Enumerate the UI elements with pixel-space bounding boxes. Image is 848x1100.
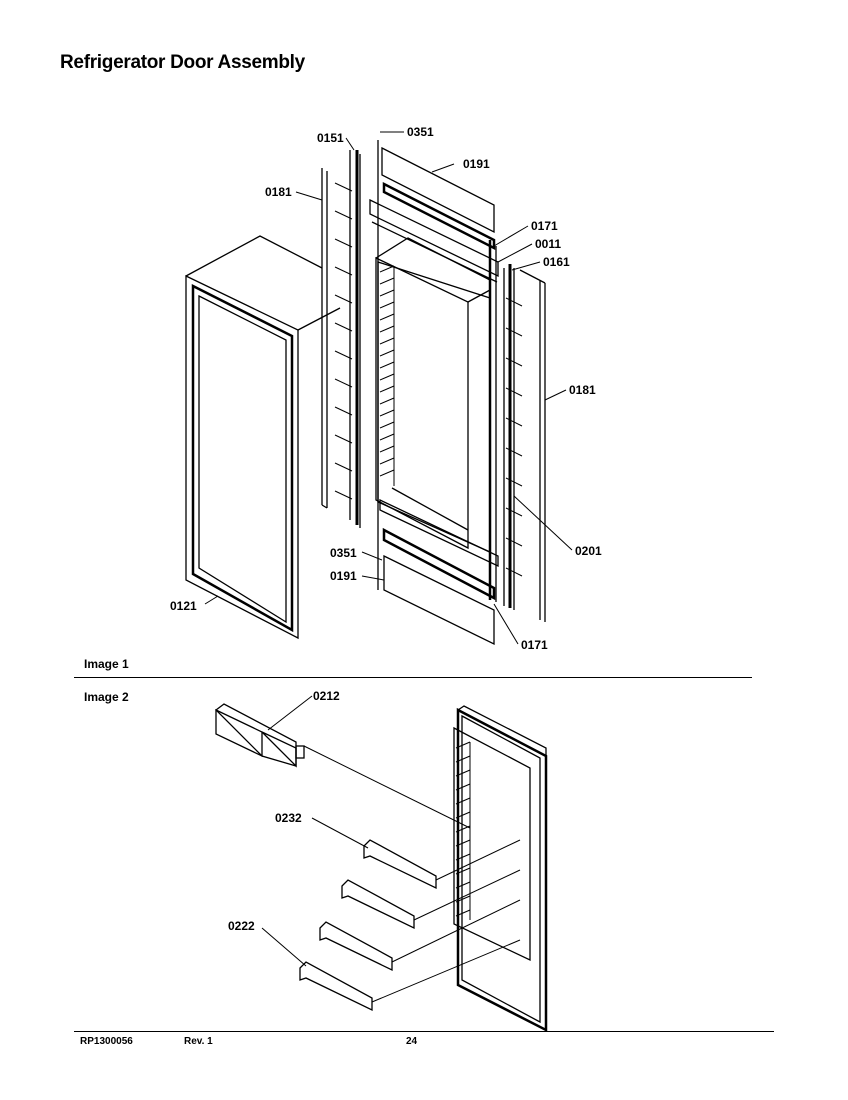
label-0151: 0151 xyxy=(317,131,344,145)
liner-shelf-ribs xyxy=(379,265,395,486)
dairy-compartment xyxy=(215,703,305,768)
page-number: 24 xyxy=(406,1036,418,1047)
label-0161: 0161 xyxy=(543,255,570,269)
bottom-trim-and-gasket xyxy=(379,498,499,646)
label-0201: 0201 xyxy=(575,544,602,558)
right-trim-strip xyxy=(519,269,546,622)
right-gasket-strip xyxy=(488,240,497,602)
left-trim-strip xyxy=(321,168,328,509)
page-title: Refrigerator Door Assembly xyxy=(60,52,305,73)
door-outer-panel xyxy=(185,235,341,640)
label-0351-top: 0351 xyxy=(407,125,434,139)
label-0181-left: 0181 xyxy=(265,185,292,199)
door-bins xyxy=(299,839,437,1012)
label-0011: 0011 xyxy=(535,237,561,251)
label-0191-bottom: 0191 xyxy=(330,569,357,583)
label-0222: 0222 xyxy=(228,919,255,933)
footer-rule xyxy=(74,1031,774,1032)
label-0171-top: 0171 xyxy=(531,219,558,233)
label-0351-bottom: 0351 xyxy=(330,546,357,560)
revision: Rev. 1 xyxy=(184,1036,213,1047)
right-hinge-strip xyxy=(503,264,515,610)
label-0191-top: 0191 xyxy=(463,157,490,171)
label-0171-bottom: 0171 xyxy=(521,638,548,652)
label-0181-right: 0181 xyxy=(569,383,596,397)
label-0121: 0121 xyxy=(170,599,197,613)
top-trim-and-gasket xyxy=(369,140,499,590)
part-labels-image2: 0212 0232 0222 xyxy=(228,689,340,933)
part-labels-image1: 0151 0351 0191 0181 0171 0011 0161 0181 … xyxy=(170,125,602,652)
left-screws xyxy=(334,182,353,500)
door-shelf-ribs xyxy=(455,741,471,920)
image1-label: Image 1 xyxy=(84,657,129,671)
section-divider xyxy=(74,677,752,678)
assembled-door xyxy=(453,705,548,1033)
leader-lines-image1 xyxy=(204,131,573,645)
right-screws xyxy=(505,297,523,577)
label-0212: 0212 xyxy=(313,689,340,703)
left-hinge-strip xyxy=(349,150,361,528)
label-0232: 0232 xyxy=(275,811,302,825)
leader-lines-image2 xyxy=(261,695,521,1003)
doc-number: RP1300056 xyxy=(80,1036,133,1047)
inner-liner xyxy=(375,237,491,554)
image2-label: Image 2 xyxy=(84,690,129,704)
